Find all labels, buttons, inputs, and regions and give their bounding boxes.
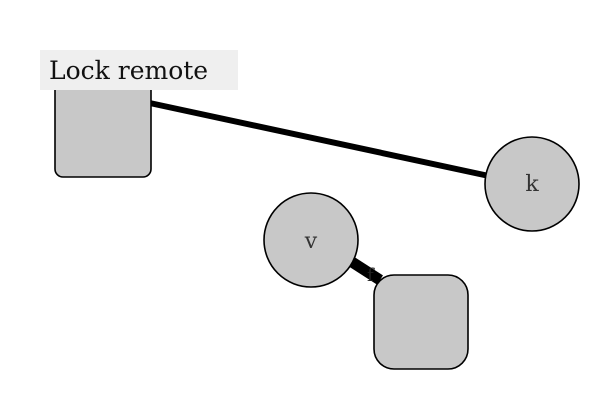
- node-v[interactable]: [263, 192, 359, 288]
- edge-v-to-square: [349, 257, 383, 285]
- lock-remote-label: Lock remote: [49, 56, 208, 85]
- edge-label-f: f: [367, 265, 375, 286]
- node-top-left-square[interactable]: [54, 81, 152, 178]
- lock-remote-label-background: [40, 50, 238, 90]
- edge-square-to-k: [142, 99, 492, 179]
- node-bottom-square[interactable]: [373, 274, 469, 370]
- node-k-label: k: [525, 172, 539, 197]
- node-v-label: v: [304, 229, 318, 254]
- node-k[interactable]: [484, 136, 580, 232]
